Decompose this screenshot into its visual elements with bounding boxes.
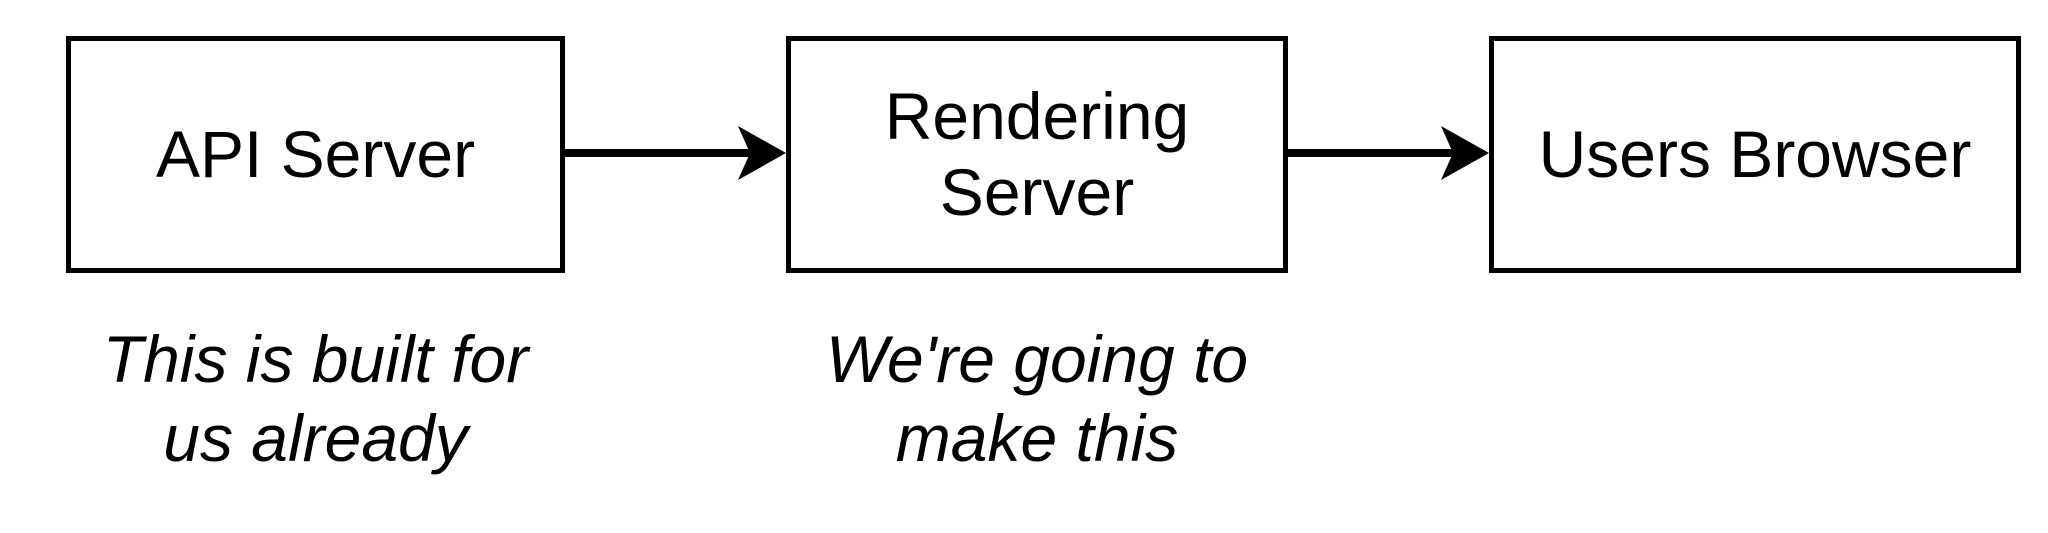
api-server-label: API Server <box>155 116 476 191</box>
api-server-caption: This is built for us already <box>102 322 529 475</box>
api-server-node: API Server <box>66 36 565 273</box>
arrowhead-icon <box>1441 126 1489 180</box>
arrow-rendering-to-browser <box>1288 126 1489 180</box>
users-browser-label: Users Browser <box>1538 116 1972 191</box>
users-browser-node: Users Browser <box>1489 36 2021 273</box>
rendering-server-caption: We're going to make this <box>825 322 1249 475</box>
arrow-api-to-rendering <box>565 126 786 180</box>
rendering-server-label: Rendering Server <box>884 78 1190 229</box>
arrowhead-icon <box>738 126 786 180</box>
rendering-server-node: Rendering Server <box>786 36 1288 273</box>
